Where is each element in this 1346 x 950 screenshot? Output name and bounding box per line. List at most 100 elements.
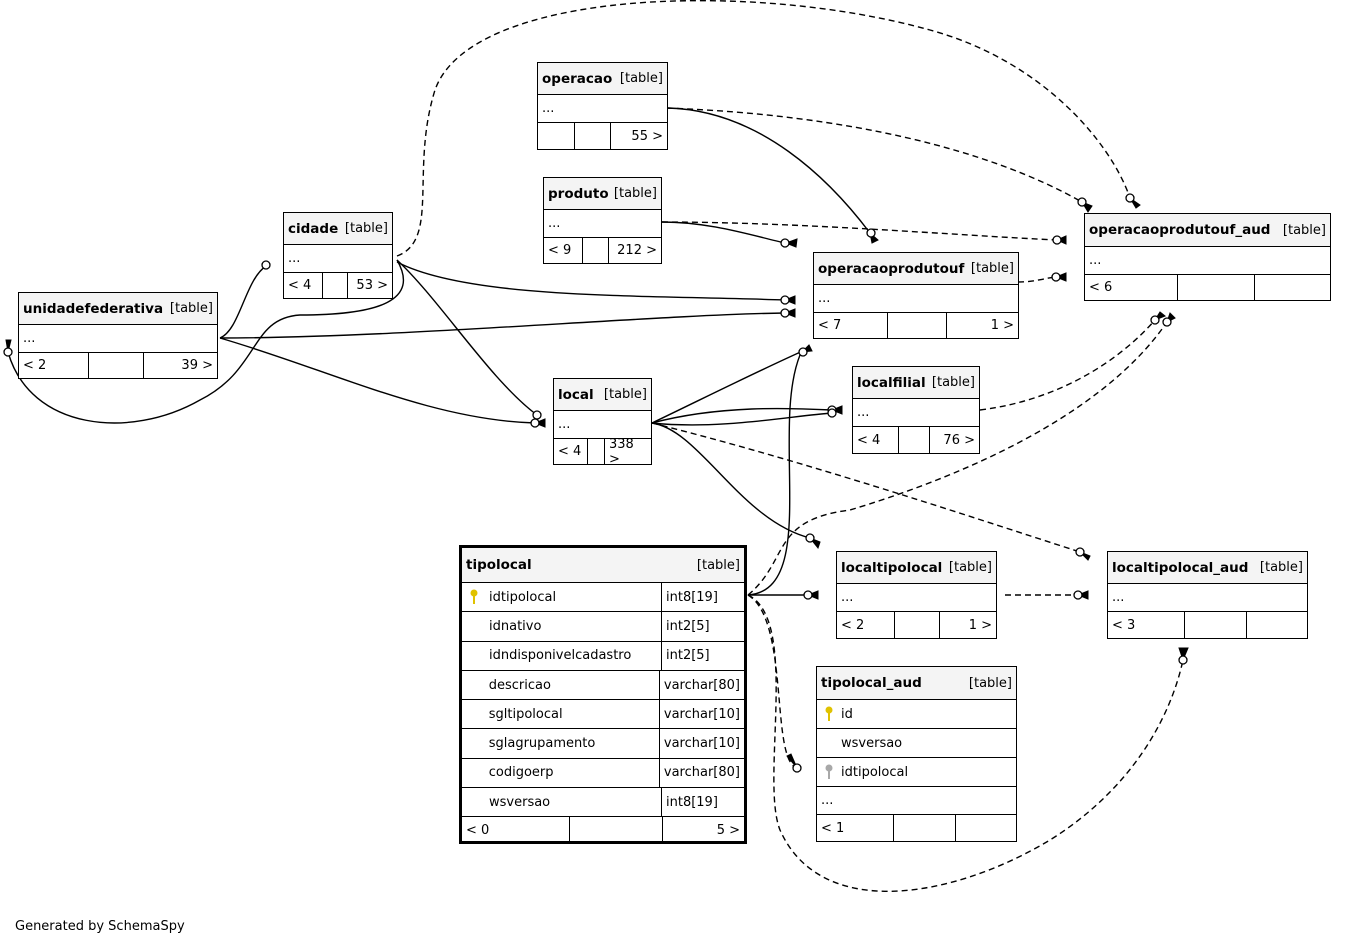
- cardinality-circle: [1150, 315, 1160, 325]
- columns-collapsed: ...: [1085, 246, 1330, 274]
- cardinality-circle: [803, 590, 813, 600]
- table-localfilial[interactable]: localfilial[table] ... < 4 76 >: [852, 366, 980, 454]
- child-count: 39 >: [143, 353, 217, 378]
- column-row[interactable]: descricao varchar[80]: [462, 669, 744, 700]
- column-count: [574, 123, 610, 149]
- table-localtipolocal_aud[interactable]: localtipolocal_aud [table] ... < 3: [1107, 551, 1308, 639]
- column-name: id: [841, 706, 853, 722]
- column-row[interactable]: idndisponivelcadastro int2[5]: [462, 640, 744, 670]
- count-row: < 4 53 >: [284, 272, 392, 298]
- count-row: < 1: [817, 814, 1016, 841]
- rel-local-operacaoprodutouf: [651, 349, 806, 424]
- columns-collapsed: ...: [837, 583, 996, 611]
- table-tipolocal_aud[interactable]: tipolocal_aud[table] id wsversao idtipol…: [816, 666, 1017, 842]
- table-unidadefederativa[interactable]: unidadefederativa[table] ... < 2 39 >: [18, 292, 218, 379]
- column-row[interactable]: wsversao: [817, 728, 1016, 757]
- rel-operacaoprodutouf-operacaoprodutouf_aud: [1017, 276, 1057, 283]
- column-count: [894, 612, 939, 638]
- column-row[interactable]: sgltipolocal varchar[10]: [462, 699, 744, 729]
- rel-unidadefederativa-operacaoprodutouf: [219, 312, 786, 339]
- column-row[interactable]: wsversao int8[19]: [462, 787, 744, 817]
- table-type-tag: [table]: [968, 675, 1012, 691]
- cardinality-circle: [780, 238, 790, 248]
- table-operacaoprodutouf[interactable]: operacaoprodutouf[table] ... < 7 1 >: [813, 252, 1019, 339]
- column-type: varchar[10]: [658, 700, 744, 729]
- column-count: [887, 313, 946, 338]
- count-row: < 4 338 >: [554, 437, 651, 467]
- count-row: < 2 39 >: [19, 352, 217, 378]
- cardinality-circle: [532, 410, 542, 420]
- parent-count: < 4: [288, 278, 312, 293]
- column-name: sglagrupamento: [488, 736, 596, 752]
- columns-collapsed: ...: [817, 786, 1016, 814]
- parent-count: < 9: [548, 243, 572, 258]
- table-name: unidadefederativa: [23, 300, 164, 317]
- cardinality-circle: [798, 347, 808, 357]
- cardinality-circle: [1178, 655, 1188, 665]
- table-cidade[interactable]: cidade[table] ... < 4 53 >: [283, 212, 393, 299]
- cardinality-circle: [1162, 317, 1172, 327]
- cardinality-circle: [1051, 272, 1061, 282]
- table-name: cidade: [288, 220, 339, 237]
- parent-count: < 2: [23, 358, 47, 373]
- columns-collapsed: ...: [814, 284, 1018, 312]
- cardinality-circle: [780, 295, 790, 305]
- table-localtipolocal[interactable]: localtipolocal[table] ... < 2 1 >: [836, 551, 997, 639]
- count-row: < 4 76 >: [853, 426, 979, 453]
- rel-cidade-operacaoprodutouf: [396, 261, 786, 301]
- rel-unidadefederativa-local: [219, 337, 536, 424]
- child-count: [955, 815, 1016, 841]
- table-local[interactable]: local[table] ... < 4 338 >: [553, 378, 652, 467]
- rel-localfilial-operacaoprodutouf_aud: [979, 319, 1156, 411]
- table-type-tag: [table]: [613, 186, 657, 201]
- parent-count: < 3: [1112, 617, 1136, 633]
- cardinality-circle: [866, 228, 876, 238]
- parent-count: < 4: [857, 432, 881, 448]
- column-count: [898, 427, 929, 453]
- column-row[interactable]: idnativo int2[5]: [462, 611, 744, 641]
- parent-count: < 6: [1089, 280, 1113, 295]
- columns-collapsed: ...: [538, 94, 667, 122]
- table-type-tag: [table]: [696, 557, 740, 573]
- column-count: [587, 439, 604, 464]
- primary-key-icon: [470, 589, 478, 605]
- column-row[interactable]: id: [817, 699, 1016, 728]
- child-count: 53 >: [347, 273, 392, 298]
- rel-local-localtipolocal: [651, 422, 811, 539]
- columns-collapsed: ...: [544, 209, 661, 237]
- columns-collapsed: ...: [1108, 583, 1307, 611]
- rel-cidade-operacaoprodutouf_aud: [396, 0, 1131, 257]
- table-name: localtipolocal_aud: [1112, 559, 1249, 576]
- column-row[interactable]: idtipolocal int8[19]: [462, 582, 744, 612]
- child-count: 1 >: [939, 612, 996, 638]
- table-type-tag: [table]: [1259, 560, 1303, 575]
- column-row[interactable]: idtipolocal: [817, 757, 1016, 786]
- table-name: operacao: [542, 70, 613, 87]
- table-type-tag: [table]: [931, 375, 975, 390]
- column-row[interactable]: codigoerp varchar[80]: [462, 757, 744, 788]
- table-name: operacaoprodutouf_aud: [1089, 222, 1271, 238]
- table-operacaoprodutouf_aud[interactable]: operacaoprodutouf_aud[table] ... < 6: [1084, 213, 1331, 301]
- columns-collapsed: ...: [554, 410, 651, 438]
- table-type-tag: [table]: [344, 221, 388, 236]
- child-count: 5 >: [662, 817, 744, 844]
- column-count: [322, 273, 347, 298]
- table-operacao[interactable]: operacao[table] ... 55 >: [537, 62, 668, 150]
- cardinality-circle: [530, 418, 540, 428]
- rel-tipolocal-localtipolocal_aud: [747, 594, 1184, 892]
- column-name: idtipolocal: [841, 764, 909, 780]
- parent-count: < 2: [841, 617, 865, 633]
- rel-operacao-operacaoprodutouf: [666, 107, 871, 234]
- rel-operacao-operacaoprodutouf_aud: [666, 107, 1083, 203]
- table-name: localfilial: [857, 374, 926, 391]
- table-produto[interactable]: produto[table] ... < 9 212 >: [543, 177, 662, 264]
- column-count: [582, 238, 608, 263]
- column-row[interactable]: sglagrupamento varchar[10]: [462, 728, 744, 758]
- child-count: 1 >: [946, 313, 1018, 338]
- count-row: < 3: [1108, 611, 1307, 638]
- table-tipolocal[interactable]: tipolocal[table] idtipolocal int8[19] id…: [459, 545, 747, 844]
- child-count: 55 >: [610, 123, 667, 149]
- rel-produto-operacaoprodutouf_aud: [661, 221, 1058, 241]
- primary-key-icon: [825, 706, 833, 721]
